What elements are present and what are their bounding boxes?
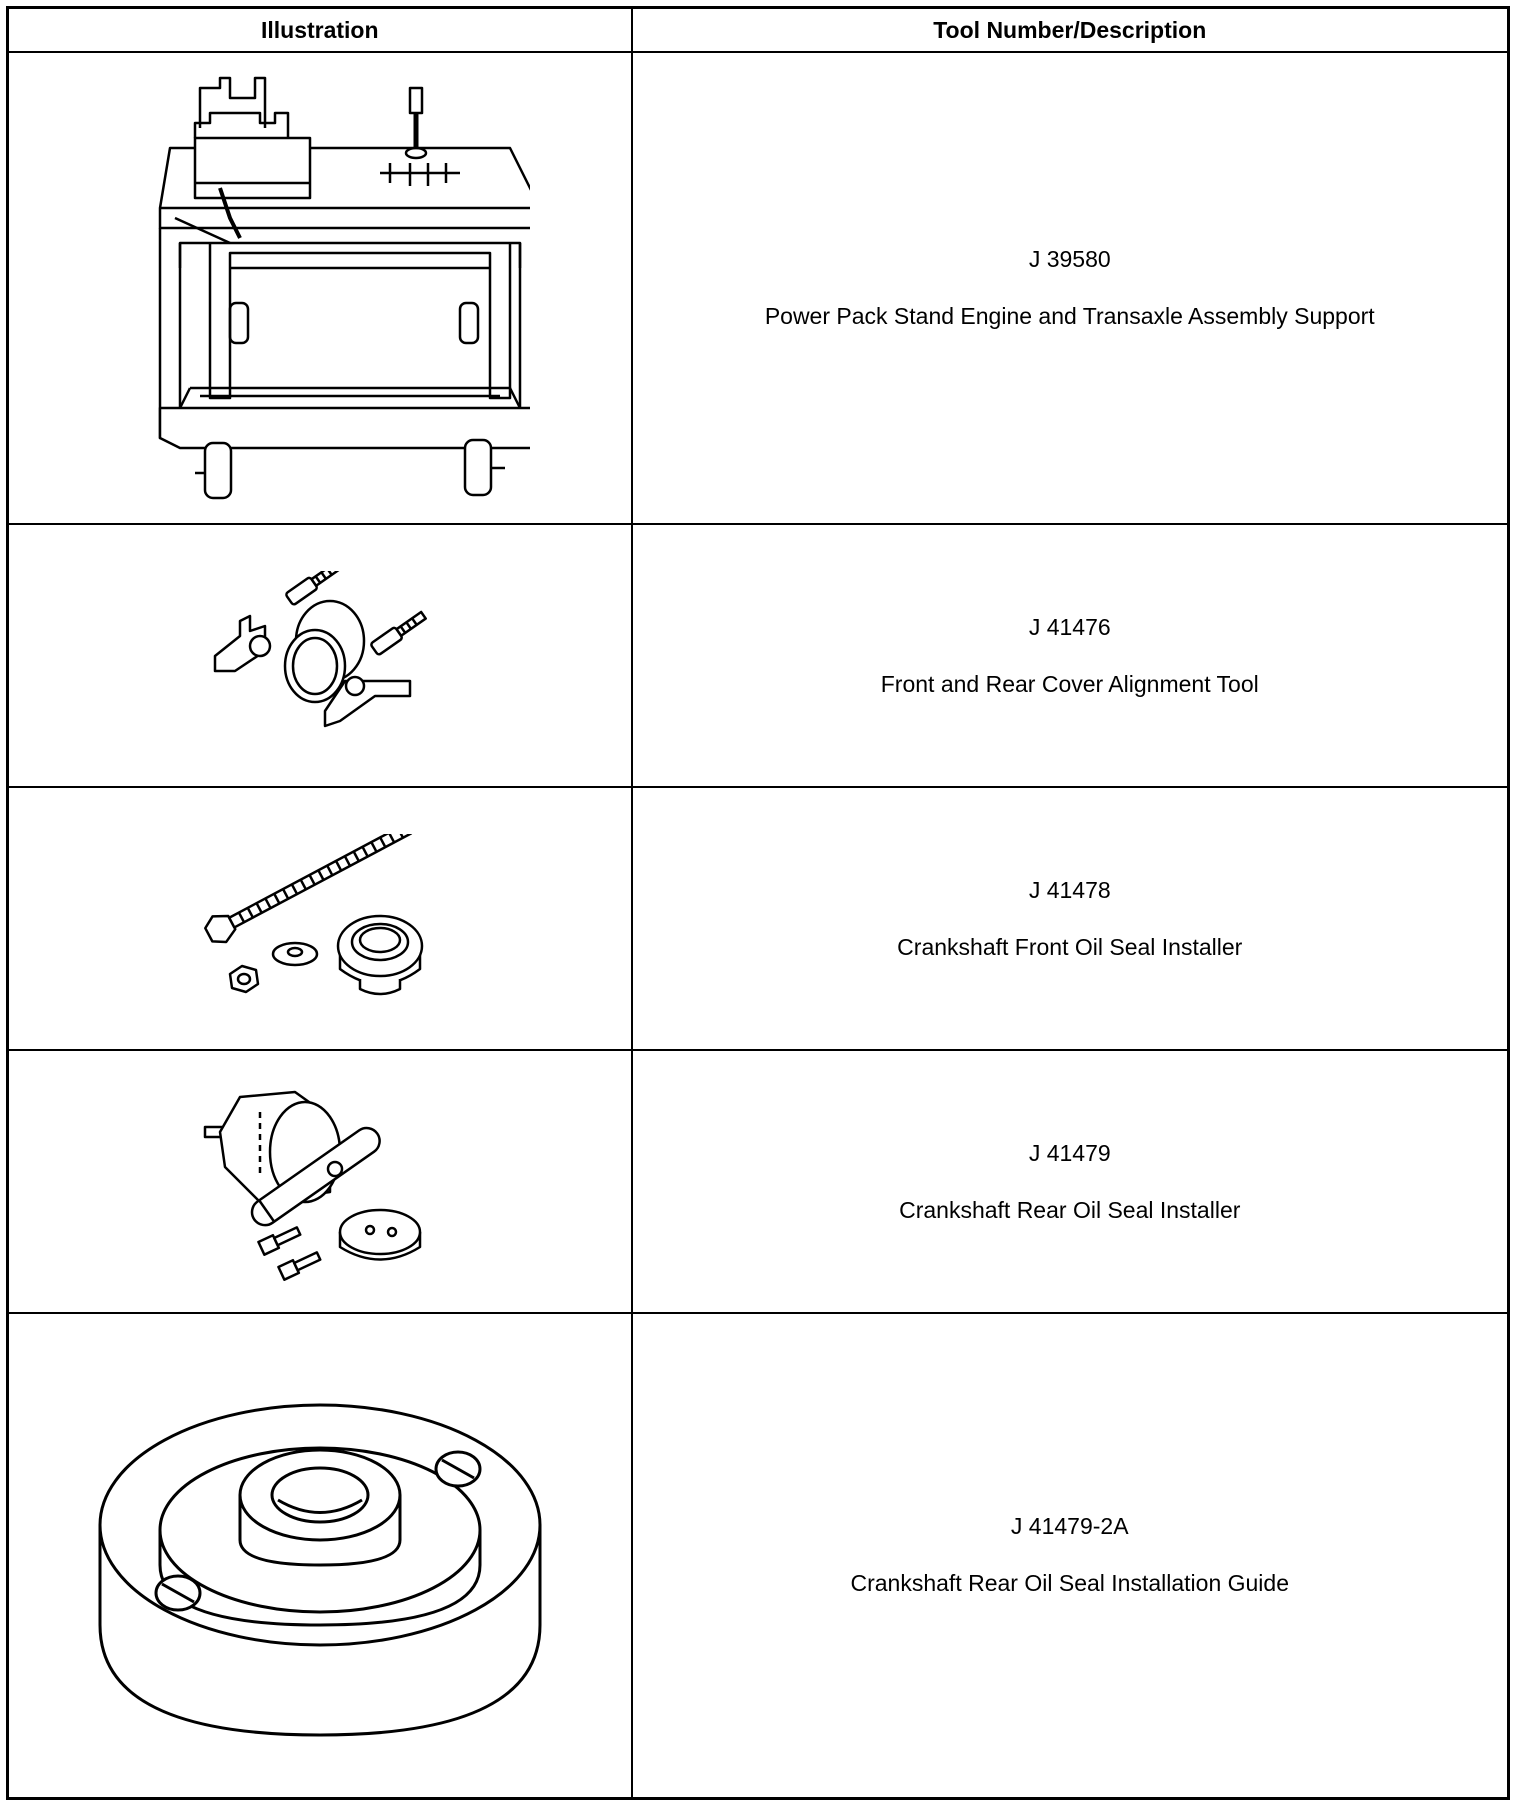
description-cell: J 41479 Crankshaft Rear Oil Seal Install… [630, 1049, 1510, 1314]
illustration-cell [6, 523, 633, 788]
table-row: J 41476 Front and Rear Cover Alignment T… [6, 523, 1510, 788]
header-illustration: Illustration [6, 6, 633, 53]
tool-number: J 41478 [1028, 876, 1111, 903]
front-seal-installer-icon [200, 833, 440, 1004]
table-row: J 41479 Crankshaft Rear Oil Seal Install… [6, 1049, 1510, 1314]
table-row: J 41479-2A Crankshaft Rear Oil Seal Inst… [6, 1312, 1510, 1799]
table-row: J 39580 Power Pack Stand Engine and Tran… [6, 51, 1510, 525]
description-cell: J 39580 Power Pack Stand Engine and Tran… [630, 51, 1510, 525]
tool-number: J 39580 [1028, 246, 1111, 272]
table-row: J 41478 Crankshaft Front Oil Seal Instal… [6, 786, 1510, 1051]
tool-description: Crankshaft Rear Oil Seal Installer [899, 1196, 1241, 1223]
engine-stand-icon [110, 68, 530, 508]
illustration-cell [6, 1312, 633, 1799]
seal-installation-guide-icon [90, 1365, 550, 1745]
table-header-row: Illustration Tool Number/Description [6, 6, 1510, 53]
header-tool-number-description: Tool Number/Description [630, 6, 1510, 53]
alignment-tool-icon [210, 570, 430, 741]
tool-number: J 41476 [1028, 613, 1111, 640]
tool-number: J 41479 [1028, 1139, 1111, 1166]
tool-description: Crankshaft Front Oil Seal Installer [897, 933, 1243, 960]
tool-description: Crankshaft Rear Oil Seal Installation Gu… [850, 1570, 1290, 1597]
rear-seal-installer-icon [200, 1072, 440, 1292]
description-cell: J 41478 Crankshaft Front Oil Seal Instal… [630, 786, 1510, 1051]
description-cell: J 41479-2A Crankshaft Rear Oil Seal Inst… [630, 1312, 1510, 1799]
description-cell: J 41476 Front and Rear Cover Alignment T… [630, 523, 1510, 788]
illustration-cell [6, 1049, 633, 1314]
tool-table: Illustration Tool Number/Description [6, 6, 1510, 1800]
illustration-cell [6, 786, 633, 1051]
illustration-cell [6, 51, 633, 525]
tool-description: Front and Rear Cover Alignment Tool [880, 670, 1259, 697]
tool-number: J 41479-2A [1010, 1513, 1129, 1540]
tool-description: Power Pack Stand Engine and Transaxle As… [764, 303, 1375, 329]
